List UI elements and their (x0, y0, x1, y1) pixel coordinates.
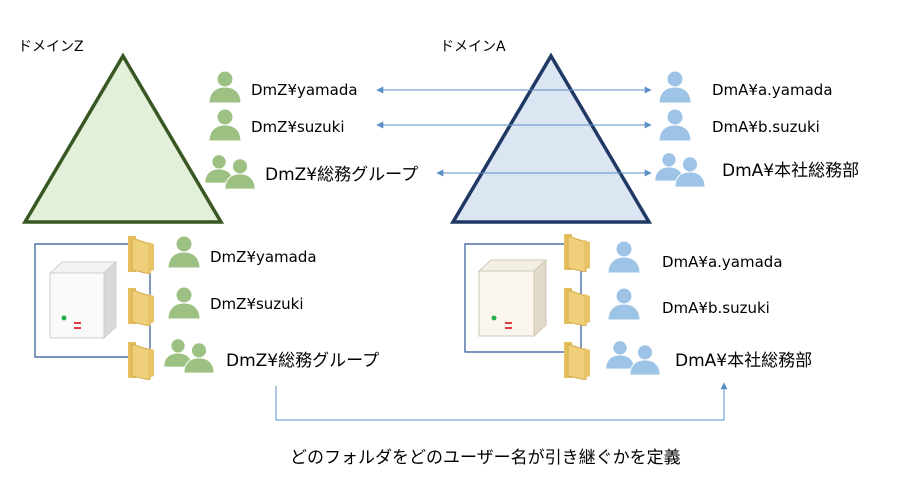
domain-a-title: ドメインA (440, 39, 506, 55)
domain-z-folder-owner-3: DmZ¥総務グループ (226, 351, 379, 371)
user-icon (658, 108, 692, 142)
group-icon (629, 344, 661, 376)
user-icon (658, 70, 692, 104)
domain-a-folder-owner-1: DmA¥a.yamada (662, 253, 783, 271)
caption: どのフォルダをどのユーザー名が引き継ぐかを定義 (290, 448, 681, 468)
domain-a-user-3: DmA¥本社総務部 (722, 161, 859, 181)
user-icon (208, 70, 242, 104)
domain-z-user-3: DmZ¥総務グループ (265, 165, 418, 185)
user-icon (607, 240, 641, 274)
folder-icon (127, 235, 155, 274)
user-icon (167, 286, 201, 320)
folder-icon (563, 287, 591, 326)
domain-a-folder-owner-3: DmA¥本社総務部 (675, 351, 812, 371)
folder-icon (563, 341, 591, 380)
server-bracket (464, 243, 581, 353)
server-icon (477, 258, 548, 338)
user-icon (167, 235, 201, 269)
user-icon (208, 108, 242, 142)
user-icon (607, 287, 641, 321)
domain-a-folder-owner-2: DmA¥b.suzuki (662, 299, 770, 317)
domain-a-triangle (449, 52, 653, 224)
domain-z-user-1: DmZ¥yamada (251, 81, 358, 99)
folder-icon (563, 233, 591, 272)
server-icon (48, 260, 118, 340)
domain-z-title: ドメインZ (18, 39, 84, 55)
domain-z-folder-owner-1: DmZ¥yamada (210, 248, 317, 266)
domain-z-folder-owner-2: DmZ¥suzuki (210, 295, 304, 313)
domain-z-triangle (21, 52, 225, 224)
domain-a-user-2: DmA¥b.suzuki (712, 118, 820, 136)
domain-a-user-1: DmA¥a.yamada (712, 81, 833, 99)
domain-z-user-2: DmZ¥suzuki (251, 118, 345, 136)
server-bracket (34, 243, 150, 358)
migration-connector (275, 382, 728, 421)
group-icon-back (605, 340, 635, 370)
